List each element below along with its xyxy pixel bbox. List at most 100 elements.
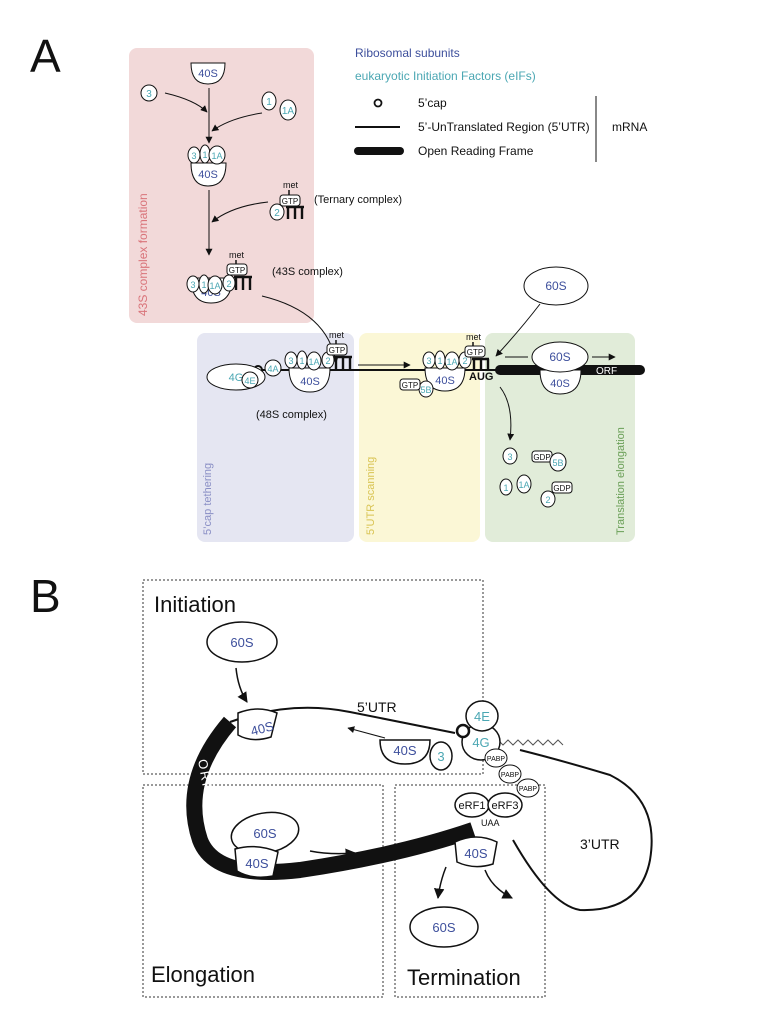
eif1-label: 1 xyxy=(201,280,206,290)
eif1-shape xyxy=(499,478,513,496)
box-title-scanning: 5’UTR scanning xyxy=(365,457,377,535)
eif4e-shape xyxy=(241,371,259,389)
met-label: met xyxy=(283,180,299,190)
pabp-label: PABP xyxy=(519,786,537,793)
eif1-label: 1 xyxy=(437,356,442,366)
legend-eifs: eukaryotic Initiation Factors (eIFs) xyxy=(355,69,536,83)
mrna-3utr-line xyxy=(512,749,653,912)
subunit-60s-label: 60S xyxy=(549,350,570,364)
arrow-release-40s xyxy=(484,869,513,899)
eif4g-label: 4G xyxy=(472,735,489,750)
box-title-43s: 43S complex formation xyxy=(136,193,150,316)
gdp-shape xyxy=(551,481,573,494)
eif1a-shape xyxy=(516,474,532,494)
legend-orf: Open Reading Frame xyxy=(418,144,534,158)
subunit-60s-shape xyxy=(206,621,278,663)
box-initiation xyxy=(142,579,484,775)
eif5b-label: 5B xyxy=(552,458,563,468)
eif1-label: 1 xyxy=(503,483,508,493)
legend-utr: 5’-UnTranslated Region (5’UTR) xyxy=(418,120,590,134)
subunit-40s-label: 40S xyxy=(464,846,487,861)
subunit-60s-shape xyxy=(531,341,589,373)
43s-caption: (43S complex) xyxy=(272,266,343,278)
box-title-elongation: Translation elongation xyxy=(615,427,627,535)
gtp-label: GTP xyxy=(229,266,245,275)
subunit-40s-shape xyxy=(237,708,278,741)
erf3-shape xyxy=(487,792,523,818)
eif4g-label: 4G xyxy=(229,372,244,384)
legend-cap: 5’cap xyxy=(418,96,447,110)
panel-a-label: A xyxy=(30,30,61,82)
box-termination xyxy=(394,784,546,998)
eif3-label: 3 xyxy=(288,356,293,366)
48s-caption: (48S complex) xyxy=(256,409,327,421)
subunit-40s-shape xyxy=(539,369,582,395)
eif3-label: 3 xyxy=(146,89,152,100)
eif1a-label: 1A xyxy=(446,357,457,367)
gtp-label: GTP xyxy=(402,381,418,390)
gtp-shape xyxy=(464,345,486,358)
gtp-shape xyxy=(399,378,421,391)
eif3-label: 3 xyxy=(190,280,195,290)
arrow-eif3-in xyxy=(164,92,208,113)
subunit-40s-label: 40S xyxy=(245,856,268,871)
subunit-40s-label: 40S xyxy=(435,375,455,387)
gtp-shape xyxy=(226,263,248,276)
eif4e-label: 4E xyxy=(244,376,255,386)
eif3-label: 3 xyxy=(191,151,196,161)
arrow-60s-join xyxy=(235,667,248,703)
gtp-label: GTP xyxy=(282,197,298,206)
subunit-40s-label: 40S xyxy=(198,68,218,80)
eif3-label: 3 xyxy=(507,452,512,462)
trna-icon xyxy=(334,355,352,370)
box-title-termination: Termination xyxy=(407,965,521,990)
eif1a-label: 1A xyxy=(209,281,220,291)
subunit-60s-shape xyxy=(409,906,479,948)
subunit-60s-shape xyxy=(523,266,589,306)
subunit-40s-shape xyxy=(190,162,227,187)
utr3-label: 3’UTR xyxy=(580,836,620,852)
subunit-40s-label: 40S xyxy=(550,378,570,390)
eif2-shape xyxy=(540,490,556,508)
eif4a-label: 4A xyxy=(267,364,278,374)
eif3-label: 3 xyxy=(426,356,431,366)
eif1a-shape xyxy=(279,99,297,121)
subunit-40s-label: 40S xyxy=(249,718,276,739)
eif4a-shape xyxy=(264,359,282,377)
box-43s-complex-formation xyxy=(129,48,314,323)
erf3-label: eRF3 xyxy=(492,800,519,812)
ternary-caption: (Ternary complex) xyxy=(314,194,402,206)
eif3-shape xyxy=(502,447,518,465)
subunit-40s-shape xyxy=(454,836,498,868)
eif5b-label: 5B xyxy=(420,385,431,395)
eif2-label: 2 xyxy=(462,356,467,366)
legend-mrna: mRNA xyxy=(612,120,647,134)
eif1a-label: 1A xyxy=(308,357,319,367)
eif1a-shape xyxy=(306,351,322,371)
box-title-initiation: Initiation xyxy=(154,592,236,617)
eif3-label: 3 xyxy=(437,749,444,764)
subunit-40s-shape xyxy=(379,739,431,765)
eif1-shape xyxy=(261,91,277,111)
trna-icon xyxy=(234,275,252,290)
cap-icon xyxy=(455,723,471,739)
subunit-40s-shape xyxy=(288,367,331,393)
arrow-release-60s xyxy=(433,866,447,900)
subunit-40s-label: 40S xyxy=(198,169,218,181)
eif1-label: 1 xyxy=(266,97,272,108)
subunit-40s-label: 40S xyxy=(300,376,320,388)
eif3-shape xyxy=(429,741,453,771)
arrow-eif1-in xyxy=(211,112,263,132)
eif1-label: 1 xyxy=(202,150,207,160)
subunit-40s-shape xyxy=(234,845,279,878)
pabp-shape xyxy=(516,778,540,798)
pabp-label: PABP xyxy=(487,756,505,763)
pabp-label: PABP xyxy=(501,772,519,779)
utr5-label: 5’UTR xyxy=(357,699,397,715)
arrow-60s-join xyxy=(495,303,541,357)
met-label: met xyxy=(329,330,345,340)
eif2-shape xyxy=(269,203,285,221)
arrow-elongation xyxy=(309,848,357,859)
arrow-scanning xyxy=(347,726,386,739)
